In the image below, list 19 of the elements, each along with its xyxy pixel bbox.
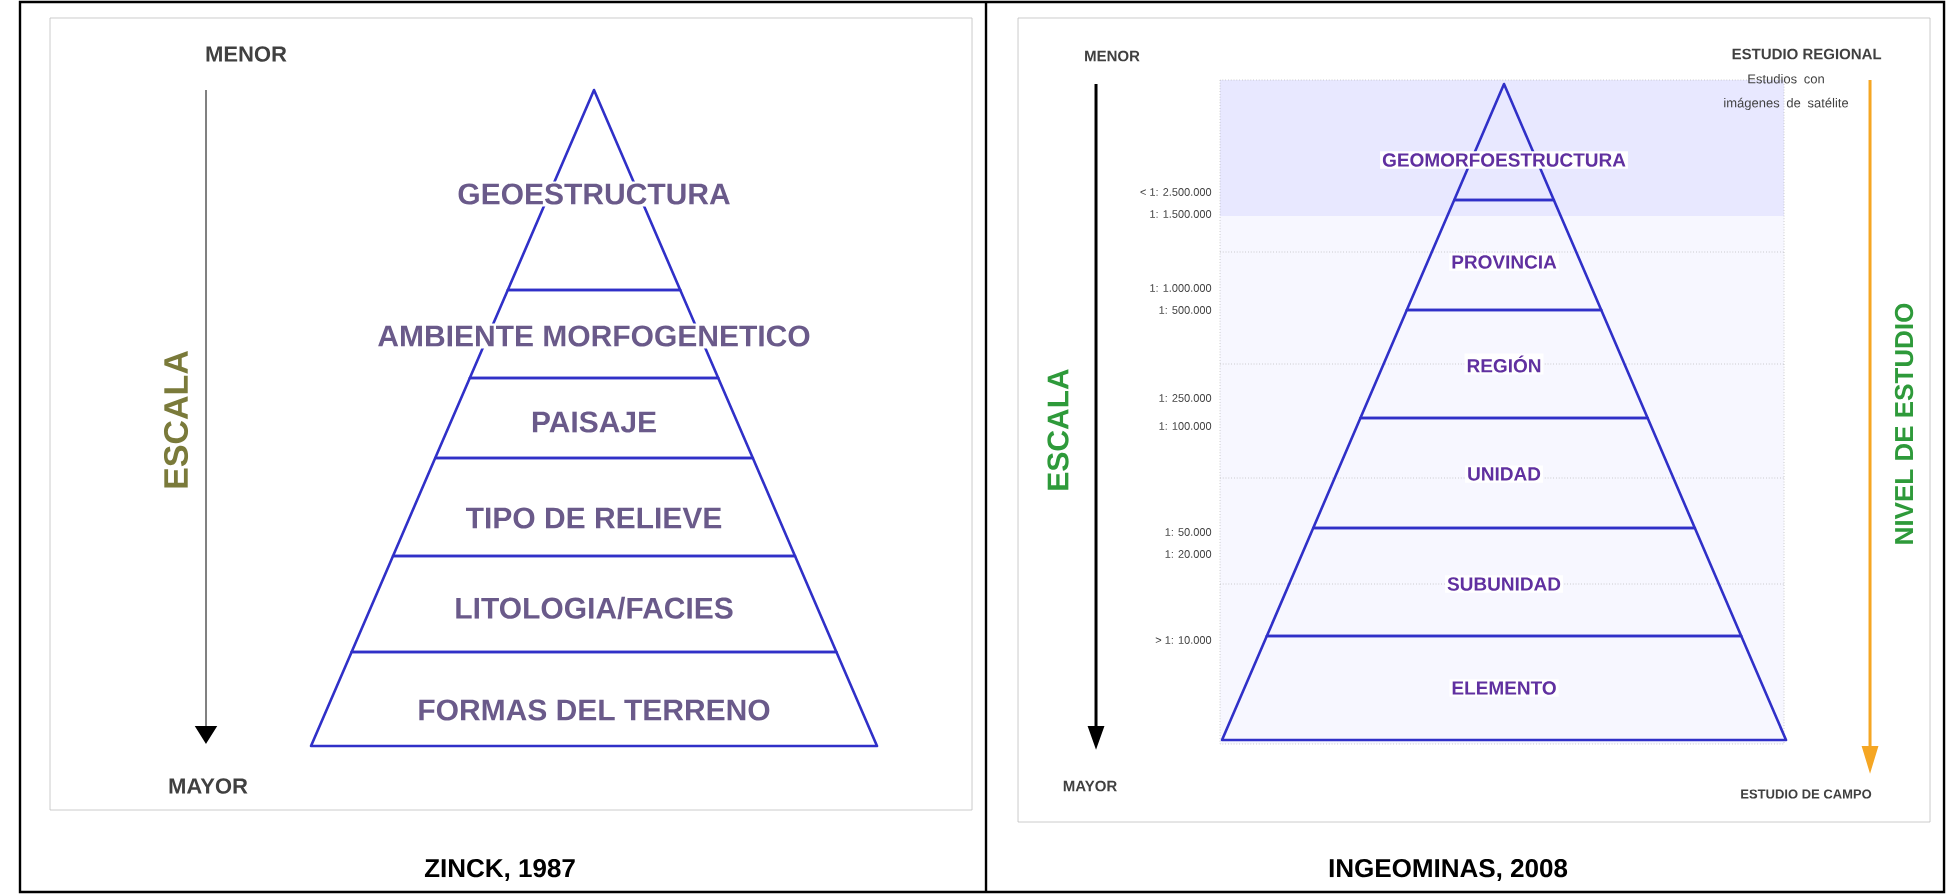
axis-label: MAYOR [169, 778, 248, 794]
pyramid-level: REGIÓN [1359, 308, 1649, 420]
pyramid-level: GEOESTRUCTURA [455, 88, 733, 292]
axis-label: MENOR [206, 46, 287, 62]
pyramid-level: TIPO DE RELIEVE [391, 456, 797, 558]
pyramid-level: GEOMORFOESTRUCTURA [1380, 82, 1628, 202]
axis-title: ESCALA [1047, 369, 1069, 490]
pyramid-level: AMBIENTE MORFOGENETICO [375, 288, 813, 380]
pyramid-level: ELEMENTO [1220, 634, 1788, 742]
source-caption: INGEOMINAS, 2008 [1329, 858, 1568, 882]
axis-title: ESCALA [163, 351, 189, 488]
pyramid-level: PROVINCIA [1405, 198, 1603, 312]
pyramid-level: UNIDAD [1311, 416, 1697, 530]
pyramid-level: PAISAJE [433, 376, 755, 460]
axis-title: NIVEL DE ESTUDIO [1894, 303, 1914, 544]
pyramid-level: LITOLOGIA/FACIES [350, 554, 838, 654]
pyramid-level: SUBUNIDAD [1265, 526, 1743, 638]
source-caption: ZINCK, 1987 [424, 858, 575, 882]
pyramid-level: FORMAS DEL TERRENO [309, 650, 879, 748]
